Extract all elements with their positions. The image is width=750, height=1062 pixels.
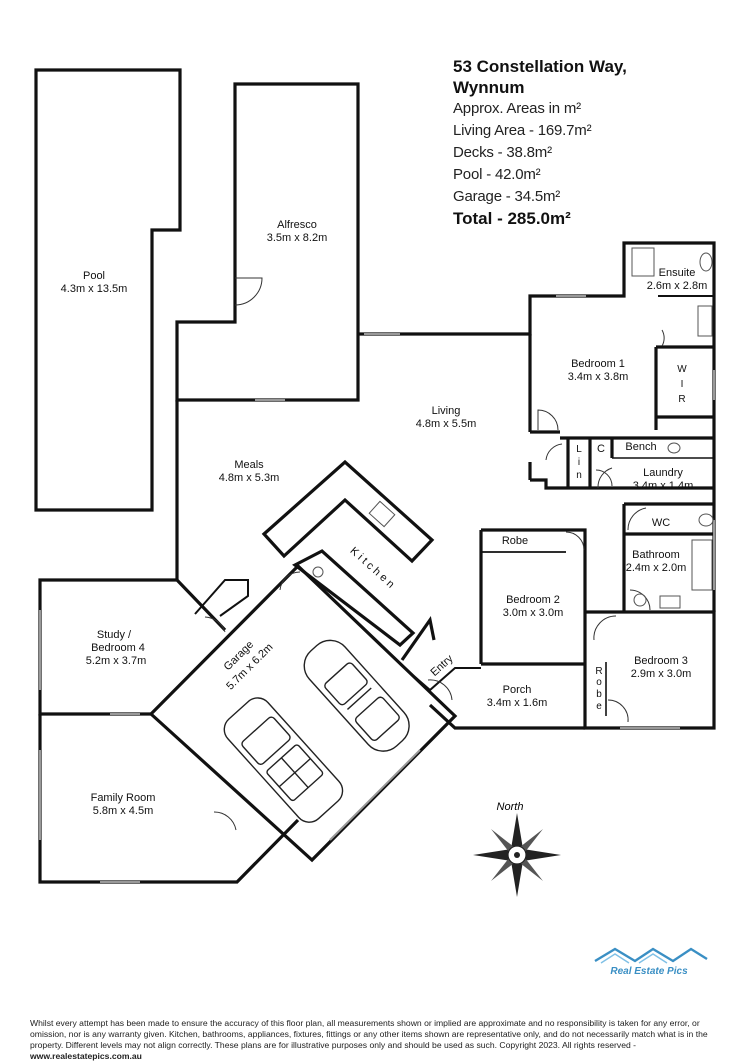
- robe3-o: o: [596, 677, 602, 688]
- wir-i: I: [681, 379, 684, 390]
- ensuite-label: Ensuite: [659, 267, 696, 279]
- bathroom-size: 2.4m x 2.0m: [626, 562, 687, 574]
- lin-l: L: [576, 444, 582, 455]
- ensuite-size: 2.6m x 2.8m: [647, 280, 708, 292]
- robe3-r: R: [595, 666, 602, 677]
- brand-logo: Real Estate Pics: [594, 947, 708, 977]
- alfresco-label: Alfresco: [277, 219, 317, 231]
- family-room-size: 5.8m x 4.5m: [93, 805, 154, 817]
- pool-outline: [34, 68, 182, 512]
- garage-area: Garage - 34.5m²: [453, 188, 561, 205]
- bathroom-label: Bathroom: [632, 549, 680, 561]
- lin-i: i: [578, 457, 580, 468]
- entry-label: Entry: [428, 652, 455, 678]
- disclaimer-website: www.realestatepics.com.au: [30, 1051, 142, 1061]
- logo-text: Real Estate Pics: [610, 966, 688, 977]
- meals-size: 4.8m x 5.3m: [219, 472, 280, 484]
- robe2-label: Robe: [502, 535, 528, 547]
- compass-icon: [473, 813, 561, 897]
- bedroom2-label: Bedroom 2: [506, 594, 560, 606]
- total-area: Total - 285.0m²: [453, 209, 571, 228]
- robe3-b: b: [596, 689, 602, 700]
- wir-w: W: [677, 364, 687, 375]
- study-size: 5.2m x 3.7m: [86, 655, 147, 667]
- study-label-1: Study /: [97, 629, 132, 641]
- property-info: 53 Constellation Way, Wynnum Approx. Are…: [453, 56, 743, 230]
- garage-outline: [148, 563, 458, 863]
- bedroom1-label: Bedroom 1: [571, 358, 625, 370]
- laundry-label: Laundry: [643, 467, 683, 479]
- address-line1: 53 Constellation Way,: [453, 57, 627, 76]
- decks-area: Decks - 38.8m²: [453, 144, 552, 161]
- lin-n: n: [576, 470, 582, 481]
- bench-label: Bench: [625, 441, 656, 453]
- pool-size: 4.3m x 13.5m: [61, 283, 128, 295]
- study-label-2: Bedroom 4: [91, 642, 145, 654]
- address-line2: Wynnum: [453, 78, 525, 97]
- disclaimer-text: Whilst every attempt has been made to en…: [30, 1018, 708, 1050]
- c-label: C: [597, 443, 605, 455]
- porch-label: Porch: [503, 684, 532, 696]
- bedroom1-size: 3.4m x 3.8m: [568, 371, 629, 383]
- pool-label: Pool: [83, 270, 105, 282]
- approx-areas: Approx. Areas in m²: [453, 100, 581, 117]
- wc-label: WC: [652, 517, 670, 529]
- living-label: Living: [432, 405, 461, 417]
- disclaimer: Whilst every attempt has been made to en…: [30, 1018, 720, 1062]
- laundry-size: 3.4m x 1.4m: [633, 480, 694, 492]
- kitchen-label: K i t c h e n: [348, 545, 397, 591]
- alfresco-size: 3.5m x 8.2m: [267, 232, 328, 244]
- bedroom3-label: Bedroom 3: [634, 655, 688, 667]
- compass-north-label: North: [497, 801, 524, 813]
- wir-r: R: [678, 394, 685, 405]
- robe3-e: e: [596, 701, 602, 712]
- bedroom3-size: 2.9m x 3.0m: [631, 668, 692, 680]
- meals-label: Meals: [234, 459, 264, 471]
- pool-area: Pool - 42.0m²: [453, 166, 541, 183]
- bedroom2-size: 3.0m x 3.0m: [503, 607, 564, 619]
- living-size: 4.8m x 5.5m: [416, 418, 477, 430]
- living-area: Living Area - 169.7m²: [453, 122, 592, 139]
- family-room-label: Family Room: [91, 792, 156, 804]
- porch-size: 3.4m x 1.6m: [487, 697, 548, 709]
